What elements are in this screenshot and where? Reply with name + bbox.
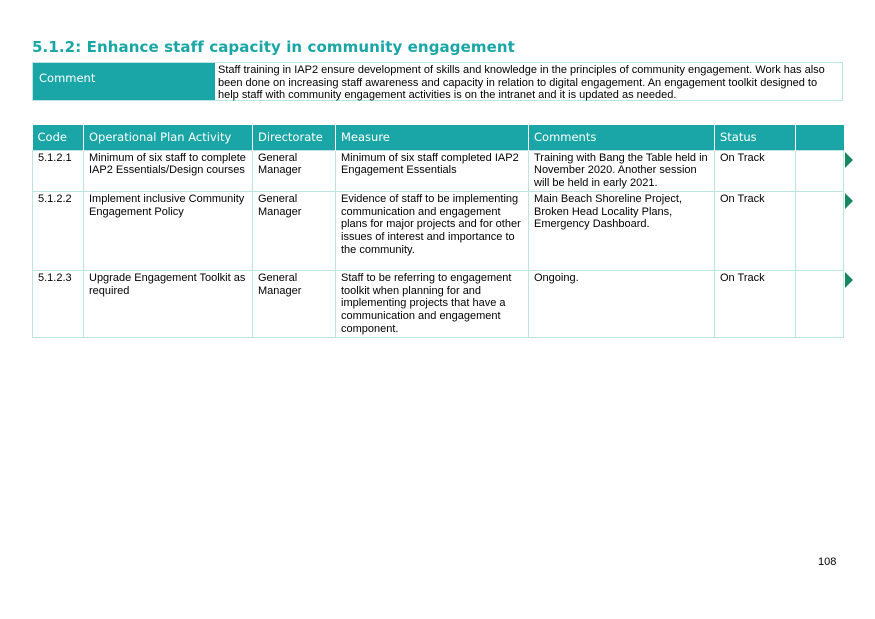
cell-directorate: General Manager (252, 190, 336, 271)
table-header-row: Code Operational Plan Activity Directora… (32, 125, 844, 150)
cell-activity: Upgrade Engagement Toolkit as required (83, 269, 253, 338)
cell-status: On Track (714, 190, 796, 271)
cell-activity: Minimum of six staff to complete IAP2 Es… (83, 149, 253, 192)
cell-comments: Ongoing. (528, 269, 715, 338)
cell-comments: Main Beach Shoreline Project, Broken Hea… (528, 190, 715, 271)
comment-label: Comment (33, 63, 215, 100)
cell-comments: Training with Bang the Table held in Nov… (528, 149, 715, 192)
cell-status: On Track (714, 269, 796, 338)
table-row: 5.1.2.2 Implement inclusive Community En… (32, 190, 853, 271)
cell-status: On Track (714, 149, 796, 192)
play-arrow-icon[interactable] (845, 271, 853, 288)
column-header-measure: Measure (335, 125, 529, 150)
column-header-directorate: Directorate (252, 125, 336, 150)
play-arrow-icon[interactable] (845, 151, 853, 168)
play-arrow-icon[interactable] (845, 192, 853, 209)
column-header-indicator (795, 125, 844, 150)
cell-directorate: General Manager (252, 269, 336, 338)
cell-code: 5.1.2.1 (32, 149, 84, 192)
cell-indicator (795, 190, 853, 271)
page-number: 108 (818, 556, 837, 568)
cell-measure: Minimum of six staff completed IAP2 Enga… (335, 149, 529, 192)
column-header-code: Code (32, 125, 84, 150)
comment-text: Staff training in IAP2 ensure developmen… (218, 64, 825, 101)
comment-box: Comment Staff training in IAP2 ensure de… (32, 62, 843, 101)
cell-measure: Evidence of staff to be implementing com… (335, 190, 529, 271)
table-row: 5.1.2.1 Minimum of six staff to complete… (32, 149, 853, 192)
cell-activity: Implement inclusive Community Engagement… (83, 190, 253, 271)
cell-measure: Staff to be referring to engagement tool… (335, 269, 529, 338)
column-header-status: Status (714, 125, 796, 150)
column-header-comments: Comments (528, 125, 715, 150)
operational-plan-table: Code Operational Plan Activity Directora… (32, 125, 853, 338)
cell-code: 5.1.2.2 (32, 190, 84, 271)
cell-code: 5.1.2.3 (32, 269, 84, 338)
cell-indicator (795, 149, 853, 192)
cell-directorate: General Manager (252, 149, 336, 192)
cell-indicator (795, 269, 853, 338)
column-header-activity: Operational Plan Activity (83, 125, 253, 150)
page-title: 5.1.2: Enhance staff capacity in communi… (32, 38, 515, 56)
table-row: 5.1.2.3 Upgrade Engagement Toolkit as re… (32, 269, 853, 338)
